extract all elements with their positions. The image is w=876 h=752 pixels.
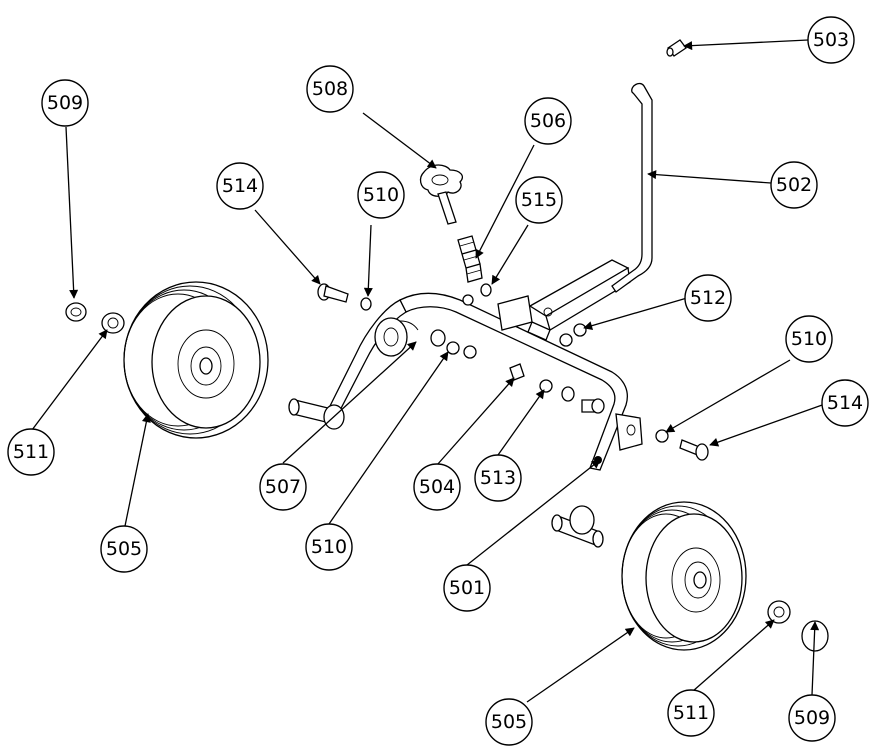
callout-505-left: 505 (100, 525, 148, 573)
callout-509-left: 509 (41, 79, 89, 127)
frame-501 (288, 292, 643, 548)
parts-layer (65, 39, 829, 652)
callout-515: 515 (515, 176, 563, 224)
insert-504 (509, 363, 525, 381)
callout-label: 502 (776, 174, 812, 196)
callout-510-right: 510 (785, 315, 833, 363)
washer-511-right (767, 600, 791, 624)
callout-514-left: 514 (216, 162, 264, 210)
callout-label: 510 (363, 184, 399, 206)
callout-506: 506 (524, 97, 572, 145)
callout-label: 511 (673, 702, 709, 724)
callout-label: 510 (791, 328, 827, 350)
fastener-515 (480, 283, 492, 297)
wheel-left (123, 281, 269, 439)
fastener-small (462, 294, 474, 306)
wheel-right (621, 501, 747, 651)
washer-510-left (360, 297, 372, 311)
callout-label: 509 (794, 707, 830, 729)
nut-513 (539, 379, 553, 393)
leader-lines (31, 39, 826, 703)
spring-506 (457, 235, 483, 283)
callout-501: 501 (443, 564, 491, 612)
callout-label: 507 (265, 476, 301, 498)
nut-center (463, 345, 477, 359)
callout-510-upper: 510 (357, 171, 405, 219)
bolt-514-left (317, 283, 349, 303)
callout-label: 506 (530, 110, 566, 132)
callout-label: 508 (312, 78, 348, 100)
callout-509-right: 509 (788, 694, 836, 742)
callout-label: 512 (690, 287, 726, 309)
callout-502: 502 (770, 161, 818, 209)
callout-label: 511 (13, 441, 49, 463)
lever-502 (611, 82, 653, 293)
nut-512-a (573, 323, 587, 337)
callout-label: 504 (419, 476, 455, 498)
bracket-plates (497, 259, 631, 341)
callout-504: 504 (413, 463, 461, 511)
washer-511-left (101, 312, 125, 334)
callout-503: 503 (807, 16, 855, 64)
knob-508 (419, 164, 464, 225)
callout-511-left: 511 (7, 428, 55, 476)
callout-507: 507 (259, 463, 307, 511)
callout-508: 508 (306, 65, 354, 113)
callout-513: 513 (474, 454, 522, 502)
bolt-514-right (679, 439, 709, 461)
callout-label: 514 (827, 392, 863, 414)
callout-512: 512 (684, 274, 732, 322)
callout-label: 513 (480, 467, 516, 489)
callout-505-right: 505 (485, 698, 533, 746)
callout-514-right: 514 (821, 379, 869, 427)
callout-bubbles: 501 502 503 504 505 505 506 507 (7, 16, 869, 746)
callout-label: 515 (521, 189, 557, 211)
washer-510-center (446, 341, 460, 355)
callout-510-lower: 510 (305, 523, 353, 571)
callout-label: 509 (47, 92, 83, 114)
callout-label: 505 (106, 538, 142, 560)
washer-509-left (65, 302, 87, 322)
callout-label: 510 (311, 536, 347, 558)
callout-label: 514 (222, 175, 258, 197)
callout-label: 505 (491, 711, 527, 733)
callout-label: 501 (449, 577, 485, 599)
nut-512-b (559, 333, 573, 347)
washer-510-right (655, 429, 669, 443)
callout-511-right: 511 (667, 689, 715, 737)
callout-label: 503 (813, 29, 849, 51)
